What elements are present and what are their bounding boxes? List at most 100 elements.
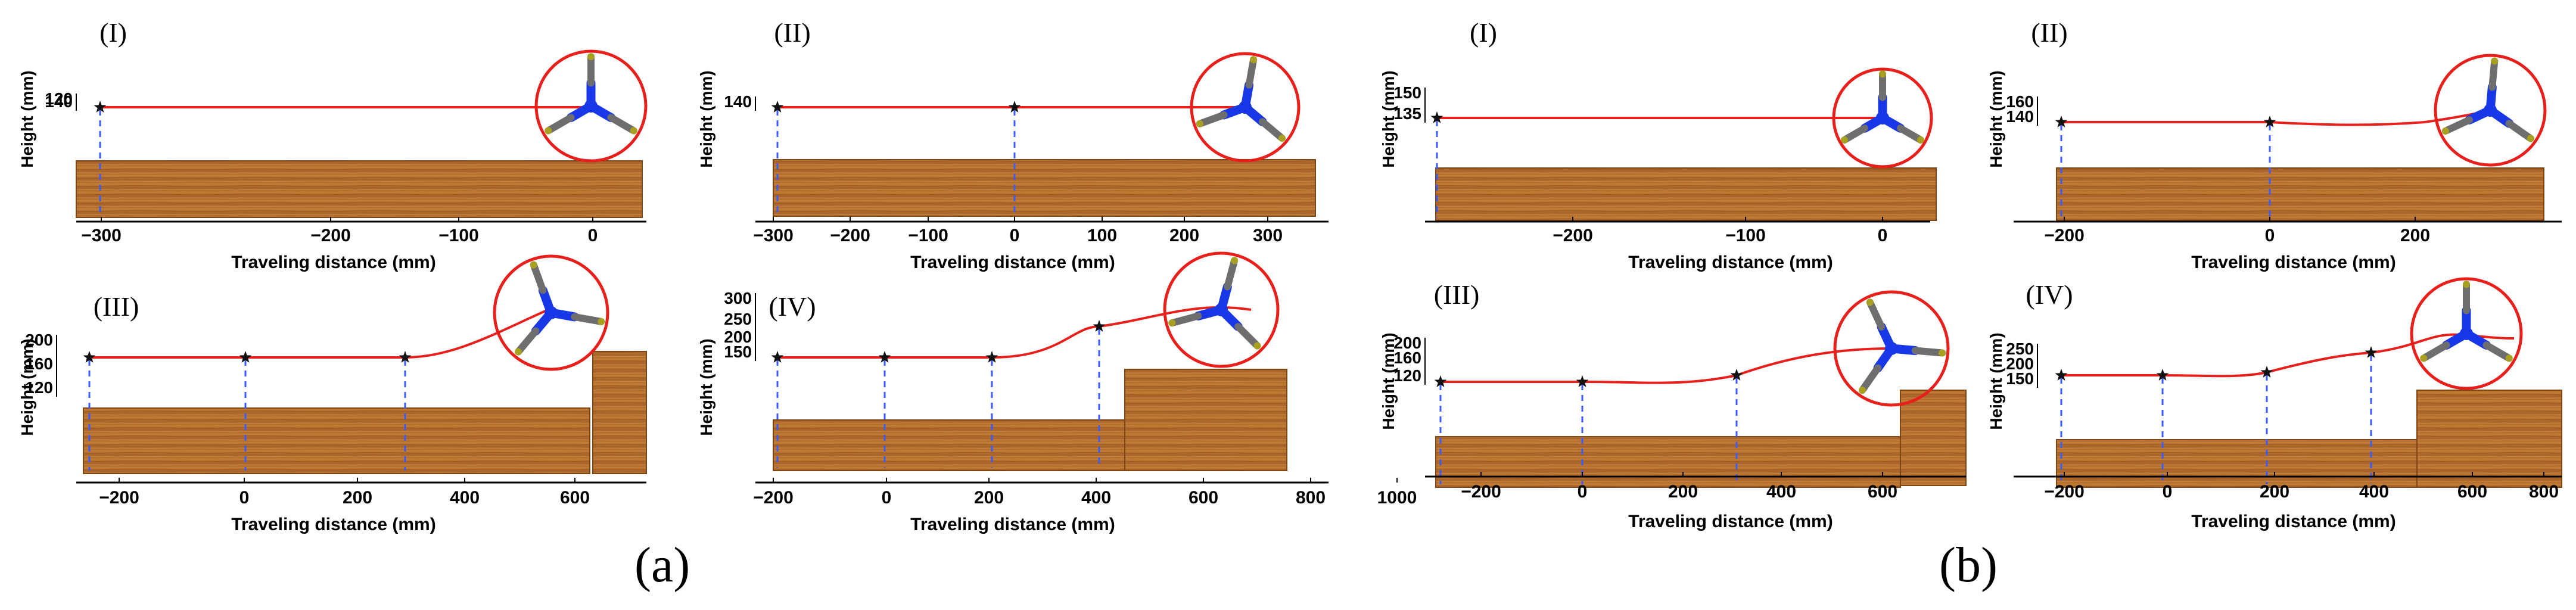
y-axis-title: Height (mm)	[1987, 70, 2005, 167]
y-tick-label: 120	[1393, 366, 1421, 385]
x-tick-label: −100	[438, 226, 479, 245]
x-axis-title: Traveling distance (mm)	[231, 515, 435, 534]
ground-block	[1435, 436, 1901, 488]
position-marker	[2055, 116, 2068, 127]
x-tick-label: 0	[239, 488, 250, 508]
y-axis-title: Height (mm)	[1379, 70, 1398, 167]
x-tick-label: −300	[81, 226, 122, 245]
leg-segment	[607, 114, 637, 135]
x-tick-label: −200	[830, 226, 870, 245]
y-tick-label: 160	[1393, 348, 1421, 367]
x-tick-label: −200	[1553, 226, 1593, 245]
leg-foot	[598, 318, 605, 325]
position-marker	[2055, 369, 2068, 381]
leg-segment	[2505, 120, 2534, 142]
panel-numeral: (III)	[94, 291, 139, 322]
robot-wheg-3	[493, 254, 609, 371]
robot-hub	[545, 306, 558, 319]
position-marker	[985, 351, 998, 363]
wheel-rim	[493, 254, 609, 371]
wheel-rim	[2410, 277, 2523, 390]
y-tick-label: 150	[1393, 83, 1421, 102]
robot-hub	[1876, 111, 1889, 125]
step-block	[592, 351, 647, 474]
x-tick-label: 0	[1878, 226, 1888, 245]
leg-foot	[2420, 354, 2428, 362]
y-tick-label: 300	[724, 289, 752, 307]
panel-numeral: (I)	[99, 17, 127, 48]
x-tick-label: 200	[2260, 482, 2289, 502]
y-tick-label: 200	[25, 331, 53, 349]
x-tick-label: 200	[1668, 482, 1698, 502]
x-tick-label: 200	[974, 488, 1004, 508]
x-tick-label: 0	[1578, 482, 1588, 502]
leg-segment	[530, 261, 547, 294]
ground-block	[1435, 167, 1937, 221]
panel-numeral: (IV)	[2026, 279, 2073, 310]
x-tick-label: −200	[2044, 226, 2085, 245]
leg-segment	[1234, 323, 1261, 350]
x-axis-title: Traveling distance (mm)	[910, 515, 1115, 534]
panel-numeral: (II)	[774, 17, 810, 48]
ground-block	[2056, 167, 2544, 221]
x-tick-label: 0	[882, 488, 892, 508]
leg-segment	[1245, 56, 1258, 89]
y-tick-label: 160	[25, 354, 53, 373]
x-tick-label: 200	[2400, 226, 2430, 245]
x-axis-title: Traveling distance (mm)	[231, 253, 435, 272]
x-tick-label: 0	[2163, 482, 2173, 502]
x-tick-label: 200	[343, 488, 372, 508]
leg-foot	[1917, 136, 1924, 144]
leg-segment	[545, 114, 575, 135]
x-tick-label: 600	[1868, 482, 1897, 502]
position-marker	[1008, 101, 1021, 113]
y-tick-label: 200	[1393, 334, 1421, 352]
trajectory-line	[89, 309, 549, 359]
leg-segment	[1896, 125, 1924, 144]
leg-segment	[1168, 312, 1202, 327]
position-marker	[2260, 366, 2273, 378]
leg-segment	[571, 313, 605, 325]
robot-wheg-6	[2434, 54, 2547, 167]
x-tick-label: 400	[450, 488, 480, 508]
leg-foot	[530, 261, 537, 269]
position-marker	[771, 101, 784, 113]
wheel-rim	[1163, 251, 1280, 368]
x-axis-title: Traveling distance (mm)	[1628, 253, 1833, 272]
x-tick-label: −200	[1461, 482, 1501, 502]
x-tick-label: 800	[2529, 482, 2559, 502]
robot-hub	[1239, 101, 1252, 114]
y-axis-title: Height (mm)	[697, 70, 715, 167]
leg-foot	[545, 127, 552, 135]
leg-foot	[1858, 387, 1866, 394]
position-marker	[94, 101, 107, 113]
position-marker	[1093, 320, 1106, 332]
y-tick-label: 250	[2006, 340, 2034, 358]
leg-foot	[1250, 56, 1258, 64]
y-tick-label: 200	[724, 328, 752, 346]
wheel-rim	[534, 49, 648, 163]
ground-block	[76, 160, 643, 218]
y-tick-label: 135	[1393, 104, 1421, 123]
x-tick-label: 400	[1766, 482, 1796, 502]
x-tick-label: 400	[1081, 488, 1111, 508]
wheel-rim	[1190, 52, 1301, 163]
robot-wheg-1	[534, 49, 648, 163]
robot-wheg-7	[1833, 290, 1950, 407]
position-marker	[1430, 111, 1443, 123]
group-label-b: (b)	[1939, 537, 1998, 593]
x-tick-label: 800	[1296, 488, 1326, 508]
x-tick-label: −200	[753, 488, 794, 508]
leg-segment	[1196, 111, 1228, 127]
leg-foot	[1253, 342, 1261, 350]
x-tick-label: 0	[588, 226, 598, 245]
wheel-rim	[2434, 54, 2547, 167]
ground-block	[773, 159, 1316, 217]
